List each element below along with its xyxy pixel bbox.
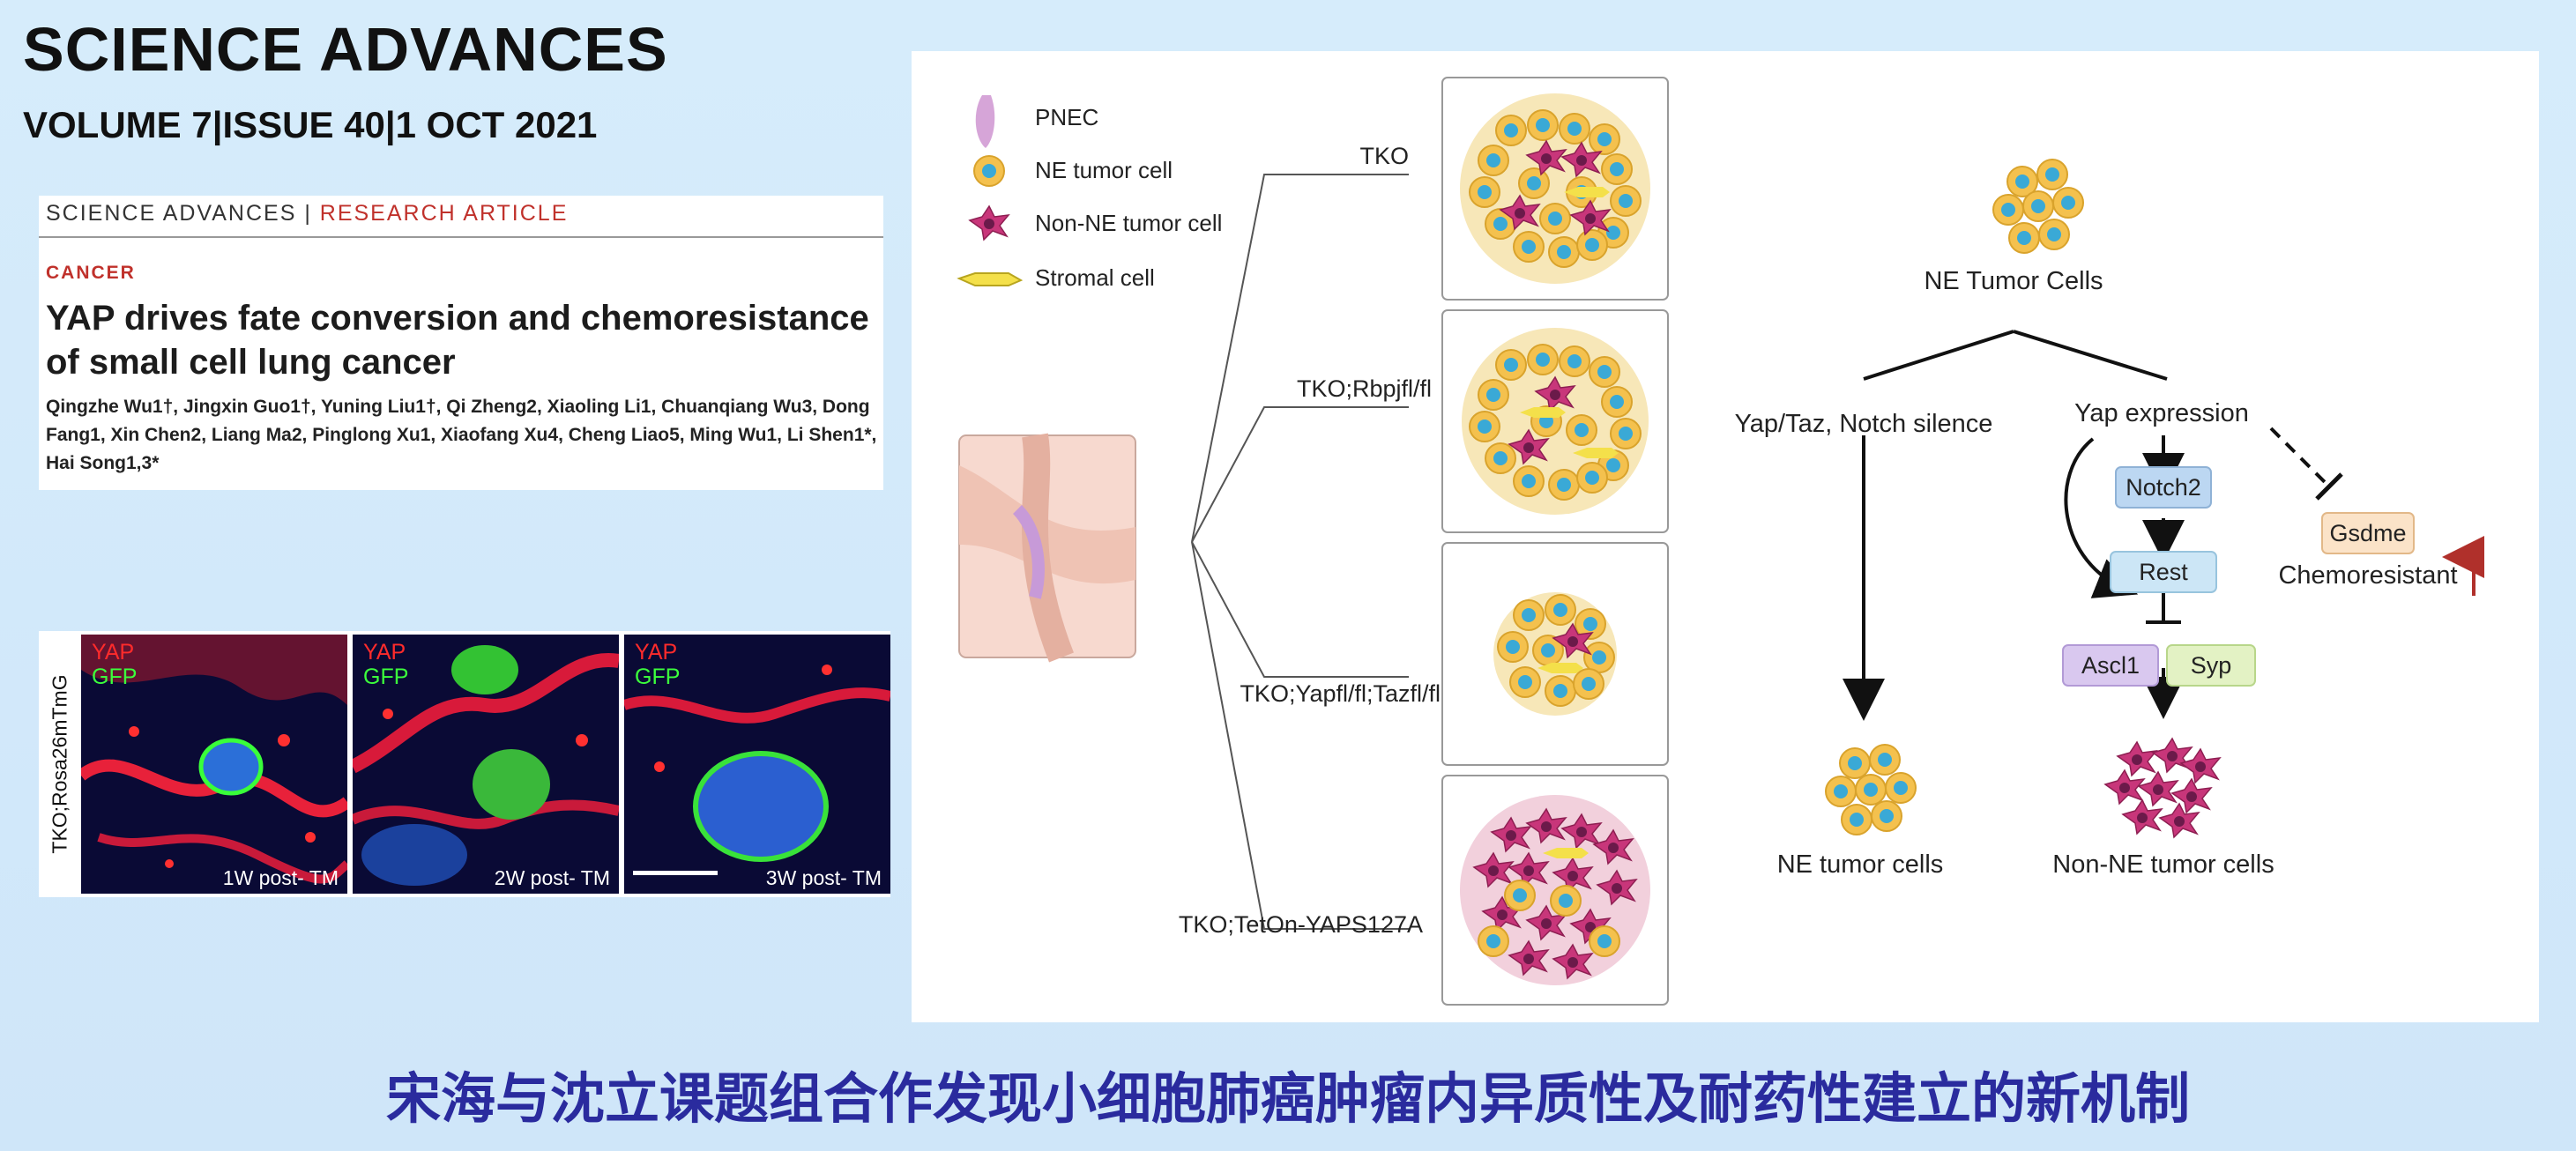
brand-journal: SCIENCE ADVANCES [46,201,297,226]
box-gsdme: Gsdme [2321,512,2415,554]
article-authors: Qingzhe Wu1†, Jingxin Guo1†, Yuning Liu1… [46,397,877,473]
article-brand: SCIENCE ADVANCES | RESEARCH ARTICLE [46,201,568,226]
box-ascl1-label: Ascl1 [2081,652,2140,679]
legend-pnec: PNEC [975,95,1098,148]
box-gsdme-label: Gsdme [2329,520,2406,546]
micro-image-2w: YAP GFP 2W post- TM [353,635,619,894]
legend-non-ne-tumor: Non-NE tumor cell [969,205,1222,241]
figure-panel: PNEC NE tumor cell Non-NE tumor cell Str… [912,51,2539,1022]
legend-label-stromal: Stromal cell [1035,264,1155,291]
ne-cluster-top [1992,159,2084,254]
box-notch2-label: Notch2 [2126,474,2201,501]
journal-issue: VOLUME 7|ISSUE 40|1 OCT 2021 [23,104,598,145]
journal-title: SCIENCE ADVANCES [23,15,668,84]
legend-stromal: Stromal cell [957,264,1155,291]
article-card: SCIENCE ADVANCES | RESEARCH ARTICLE CANC… [39,196,883,490]
branch-right-label: Yap expression [2074,399,2249,427]
channel-label-yap: YAP [363,640,406,665]
legend-label-ne: NE tumor cell [1035,157,1173,183]
micro-caption: 1W post- TM [222,866,339,889]
legend-label-pnec: PNEC [1035,104,1098,130]
legend-ne-tumor: NE tumor cell [973,155,1173,187]
tumor-box-yap-taz [1441,542,1669,766]
lung-tissue-illustration [958,433,1136,663]
legend-label-non-ne: Non-NE tumor cell [1035,210,1222,236]
chemoresistant-label: Chemoresistant [2278,561,2457,590]
model-label-rbpj: TKO;Rbpjfl/fl [1297,375,1432,402]
side-label-text: TKO;Rosa26mTmG [48,674,71,854]
result-ne-tumor-cells: NE tumor cells [1777,850,1944,879]
brand-separator: | [296,201,320,226]
micro-image-1w: YAP GFP 1W post- TM [81,635,347,894]
article-section: CANCER [46,263,136,283]
micro-image-2w-art [353,645,619,886]
model-label-yap-taz: TKO;Yapfl/fl;Tazfl/fl [1240,680,1441,707]
header-rule [39,236,883,238]
figure-diagram: PNEC NE tumor cell Non-NE tumor cell Str… [957,77,2484,1006]
channel-label-gfp: GFP [92,665,138,689]
channel-label-yap: YAP [635,640,678,665]
tumor-box-rbpj [1441,309,1669,533]
bottom-headline: 宋海与沈立课题组合作发现小细胞肺癌肿瘤内异质性及耐药性建立的新机制 [385,1066,2190,1131]
inhibition-dashed [2269,427,2343,501]
microscopy-panel: TKO;Rosa26mTmG YAP GFP 1W post- TM YAP G… [39,631,890,897]
box-syp-label: Syp [2191,652,2232,679]
box-rest: Rest [2110,551,2217,593]
micro-image-1w-art [81,635,347,884]
microscopy-side-label: TKO;Rosa26mTmG [42,635,78,894]
tumor-box-tet-on [1441,775,1669,1006]
ne-cluster-left [1825,744,1917,835]
channel-label-yap: YAP [92,640,135,665]
branch-lines [1191,174,1409,930]
box-rest-label: Rest [2139,559,2188,585]
pathway-lines [1843,330,2185,721]
branch-left-label: Yap/Taz, Notch silence [1735,410,1993,438]
tumor-box-tko [1441,77,1669,301]
channel-label-gfp: GFP [363,665,409,689]
node-ne-tumor-cells: NE Tumor Cells [1924,267,2103,295]
model-label-tet-on: TKO;TetOn-YAPS127A [1179,911,1423,938]
micro-caption: 3W post- TM [765,866,882,889]
micro-image-3w: YAP GFP 3W post- TM [624,635,890,894]
model-label-tko: TKO [1359,143,1409,169]
box-syp: Syp [2166,644,2256,687]
article-title: YAP drives fate conversion and chemoresi… [46,299,869,382]
channel-label-gfp: GFP [635,665,681,689]
result-non-ne-tumor-cells: Non-NE tumor cells [2052,850,2274,879]
micro-image-3w-art [624,665,890,875]
box-ascl1: Ascl1 [2062,644,2159,687]
micro-caption: 2W post- TM [494,866,610,889]
box-notch2: Notch2 [2115,466,2212,509]
non-ne-cluster-right [2104,738,2221,838]
brand-article-type: RESEARCH ARTICLE [319,201,569,226]
scale-bar [633,871,718,875]
